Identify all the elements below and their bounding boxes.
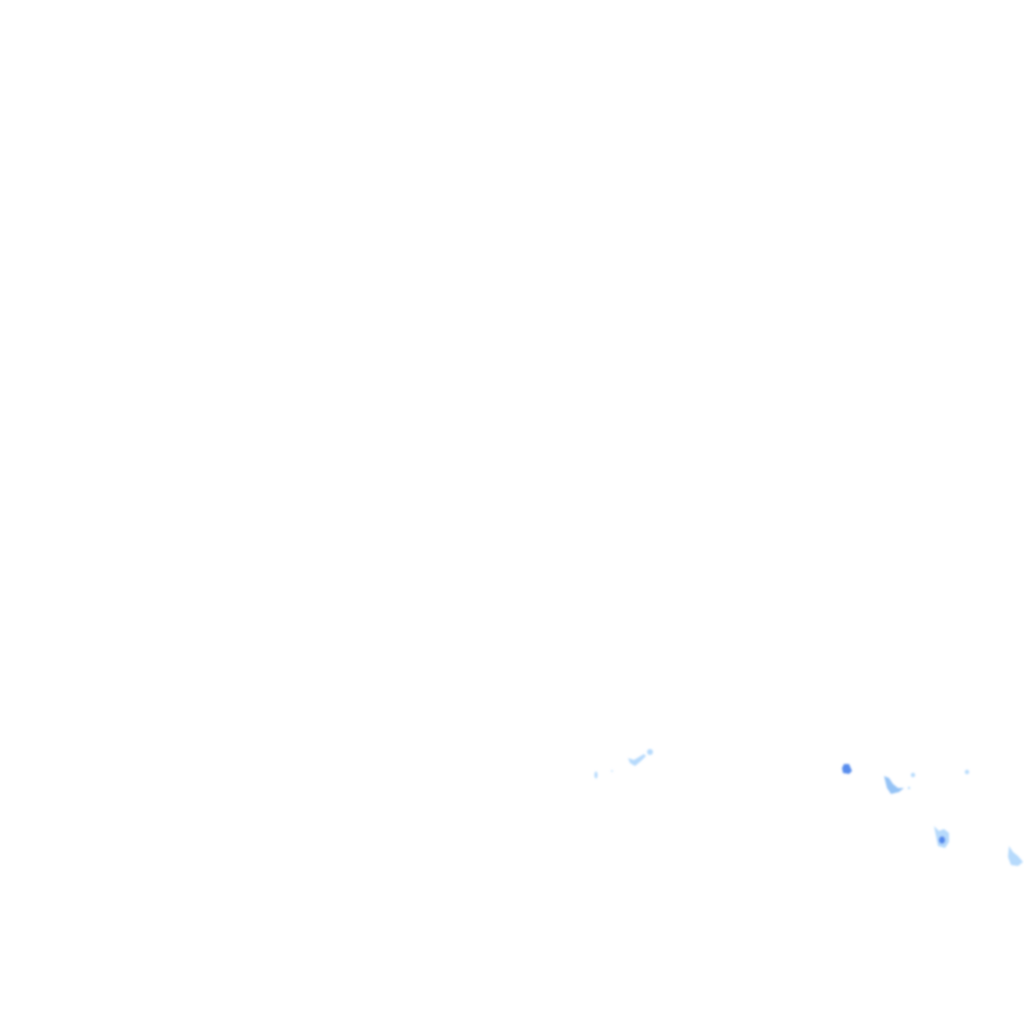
echo-cell — [964, 769, 970, 775]
echo-cell — [910, 772, 916, 778]
echo-cell — [628, 754, 646, 766]
echo-cell — [1008, 846, 1023, 866]
echo-cell — [611, 770, 613, 772]
echo-cell — [907, 786, 911, 790]
echo-cell — [884, 776, 904, 794]
echo-cell — [647, 749, 653, 755]
echo-cell — [594, 771, 598, 779]
echo-cell — [938, 836, 946, 844]
precipitation-echo-layer — [594, 749, 1023, 866]
echo-cell — [842, 764, 852, 774]
